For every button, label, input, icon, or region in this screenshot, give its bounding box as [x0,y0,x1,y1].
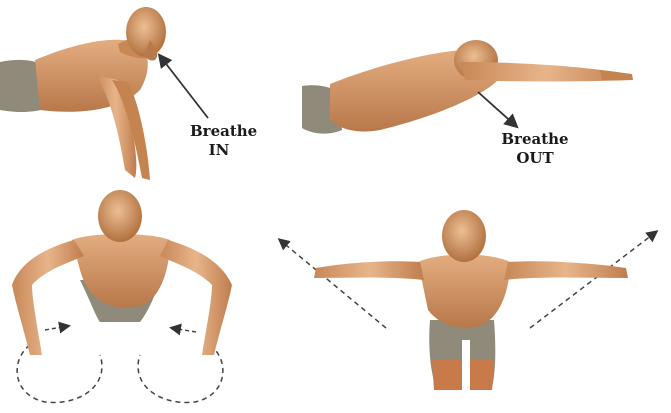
arrow-breathe-in [157,53,209,119]
breathe-out-label: Breathe OUT [500,130,570,168]
figure-arms-out-top-view [277,210,659,390]
breathe-out-label-line2: OUT [516,149,554,167]
breathe-in-label-line2: IN [208,141,230,159]
figure-arm-circles-top-view [12,190,232,404]
arrow-breathe-out [477,91,519,129]
figure-breathe-in [0,7,166,180]
breathe-out-label-line1: Breathe [501,130,569,148]
figure-breathe-out [302,40,633,134]
breathe-in-label-line1: Breathe [190,122,258,140]
breathe-in-label: Breathe IN [190,122,258,160]
